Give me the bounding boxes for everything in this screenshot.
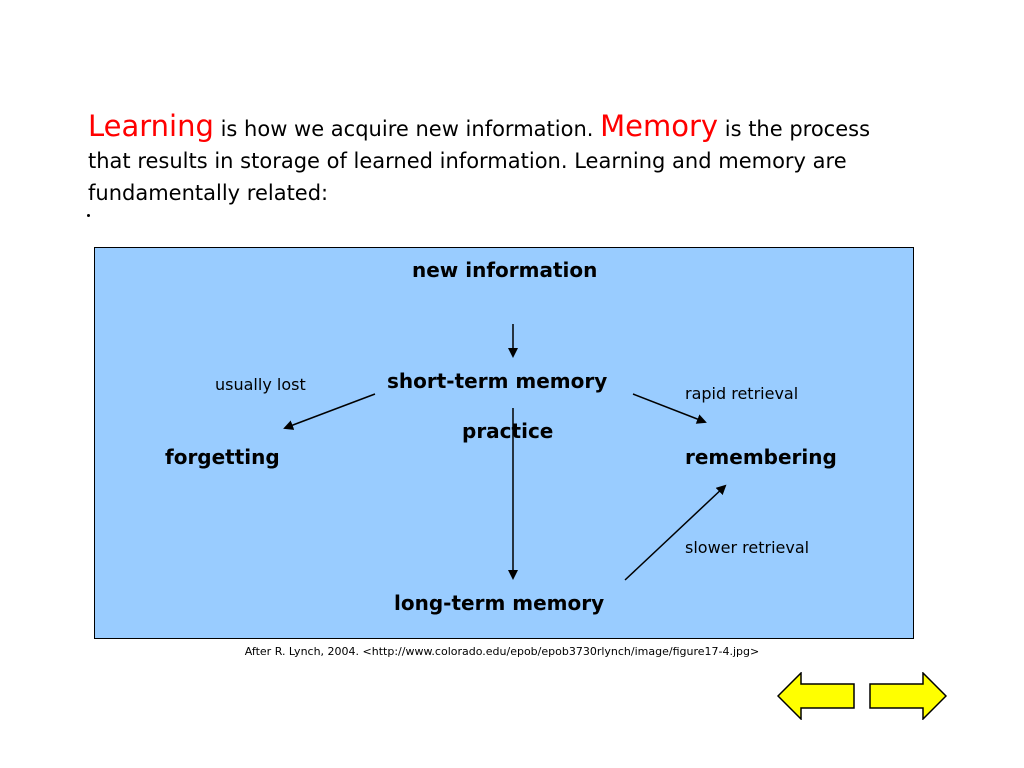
intro-text-1: is how we acquire new information. (213, 117, 601, 141)
arrow-long-term-to-remembering (624, 484, 727, 581)
term-learning: Learning (88, 109, 214, 143)
intro-paragraph: Learning is how we acquire new informati… (88, 110, 918, 209)
node-practice: practice (462, 419, 554, 443)
bullet-dot (87, 214, 90, 217)
arrow-short-term-to-forgetting (283, 393, 376, 430)
intro-text-2: is the process that results in storage o… (88, 117, 871, 205)
node-short-term-memory: short-term memory (387, 369, 608, 393)
node-remembering: remembering (685, 445, 837, 469)
arrow-right-icon (869, 672, 947, 720)
next-slide-button[interactable] (869, 672, 947, 720)
previous-slide-button[interactable] (777, 672, 855, 720)
diagram-arrows (283, 324, 727, 581)
arrow-short-term-to-remembering (632, 393, 707, 424)
node-long-term-memory: long-term memory (394, 591, 605, 615)
label-rapid-retrieval: rapid retrieval (685, 384, 799, 403)
memory-diagram: new information short-term memory practi… (94, 247, 914, 639)
arrow-left-icon (777, 672, 855, 720)
citation: After R. Lynch, 2004. <http://www.colora… (244, 645, 760, 658)
label-slower-retrieval: slower retrieval (685, 538, 810, 557)
node-new-information: new information (412, 258, 598, 282)
node-forgetting: forgetting (165, 445, 280, 469)
term-memory: Memory (600, 109, 719, 143)
label-usually-lost: usually lost (215, 375, 306, 394)
